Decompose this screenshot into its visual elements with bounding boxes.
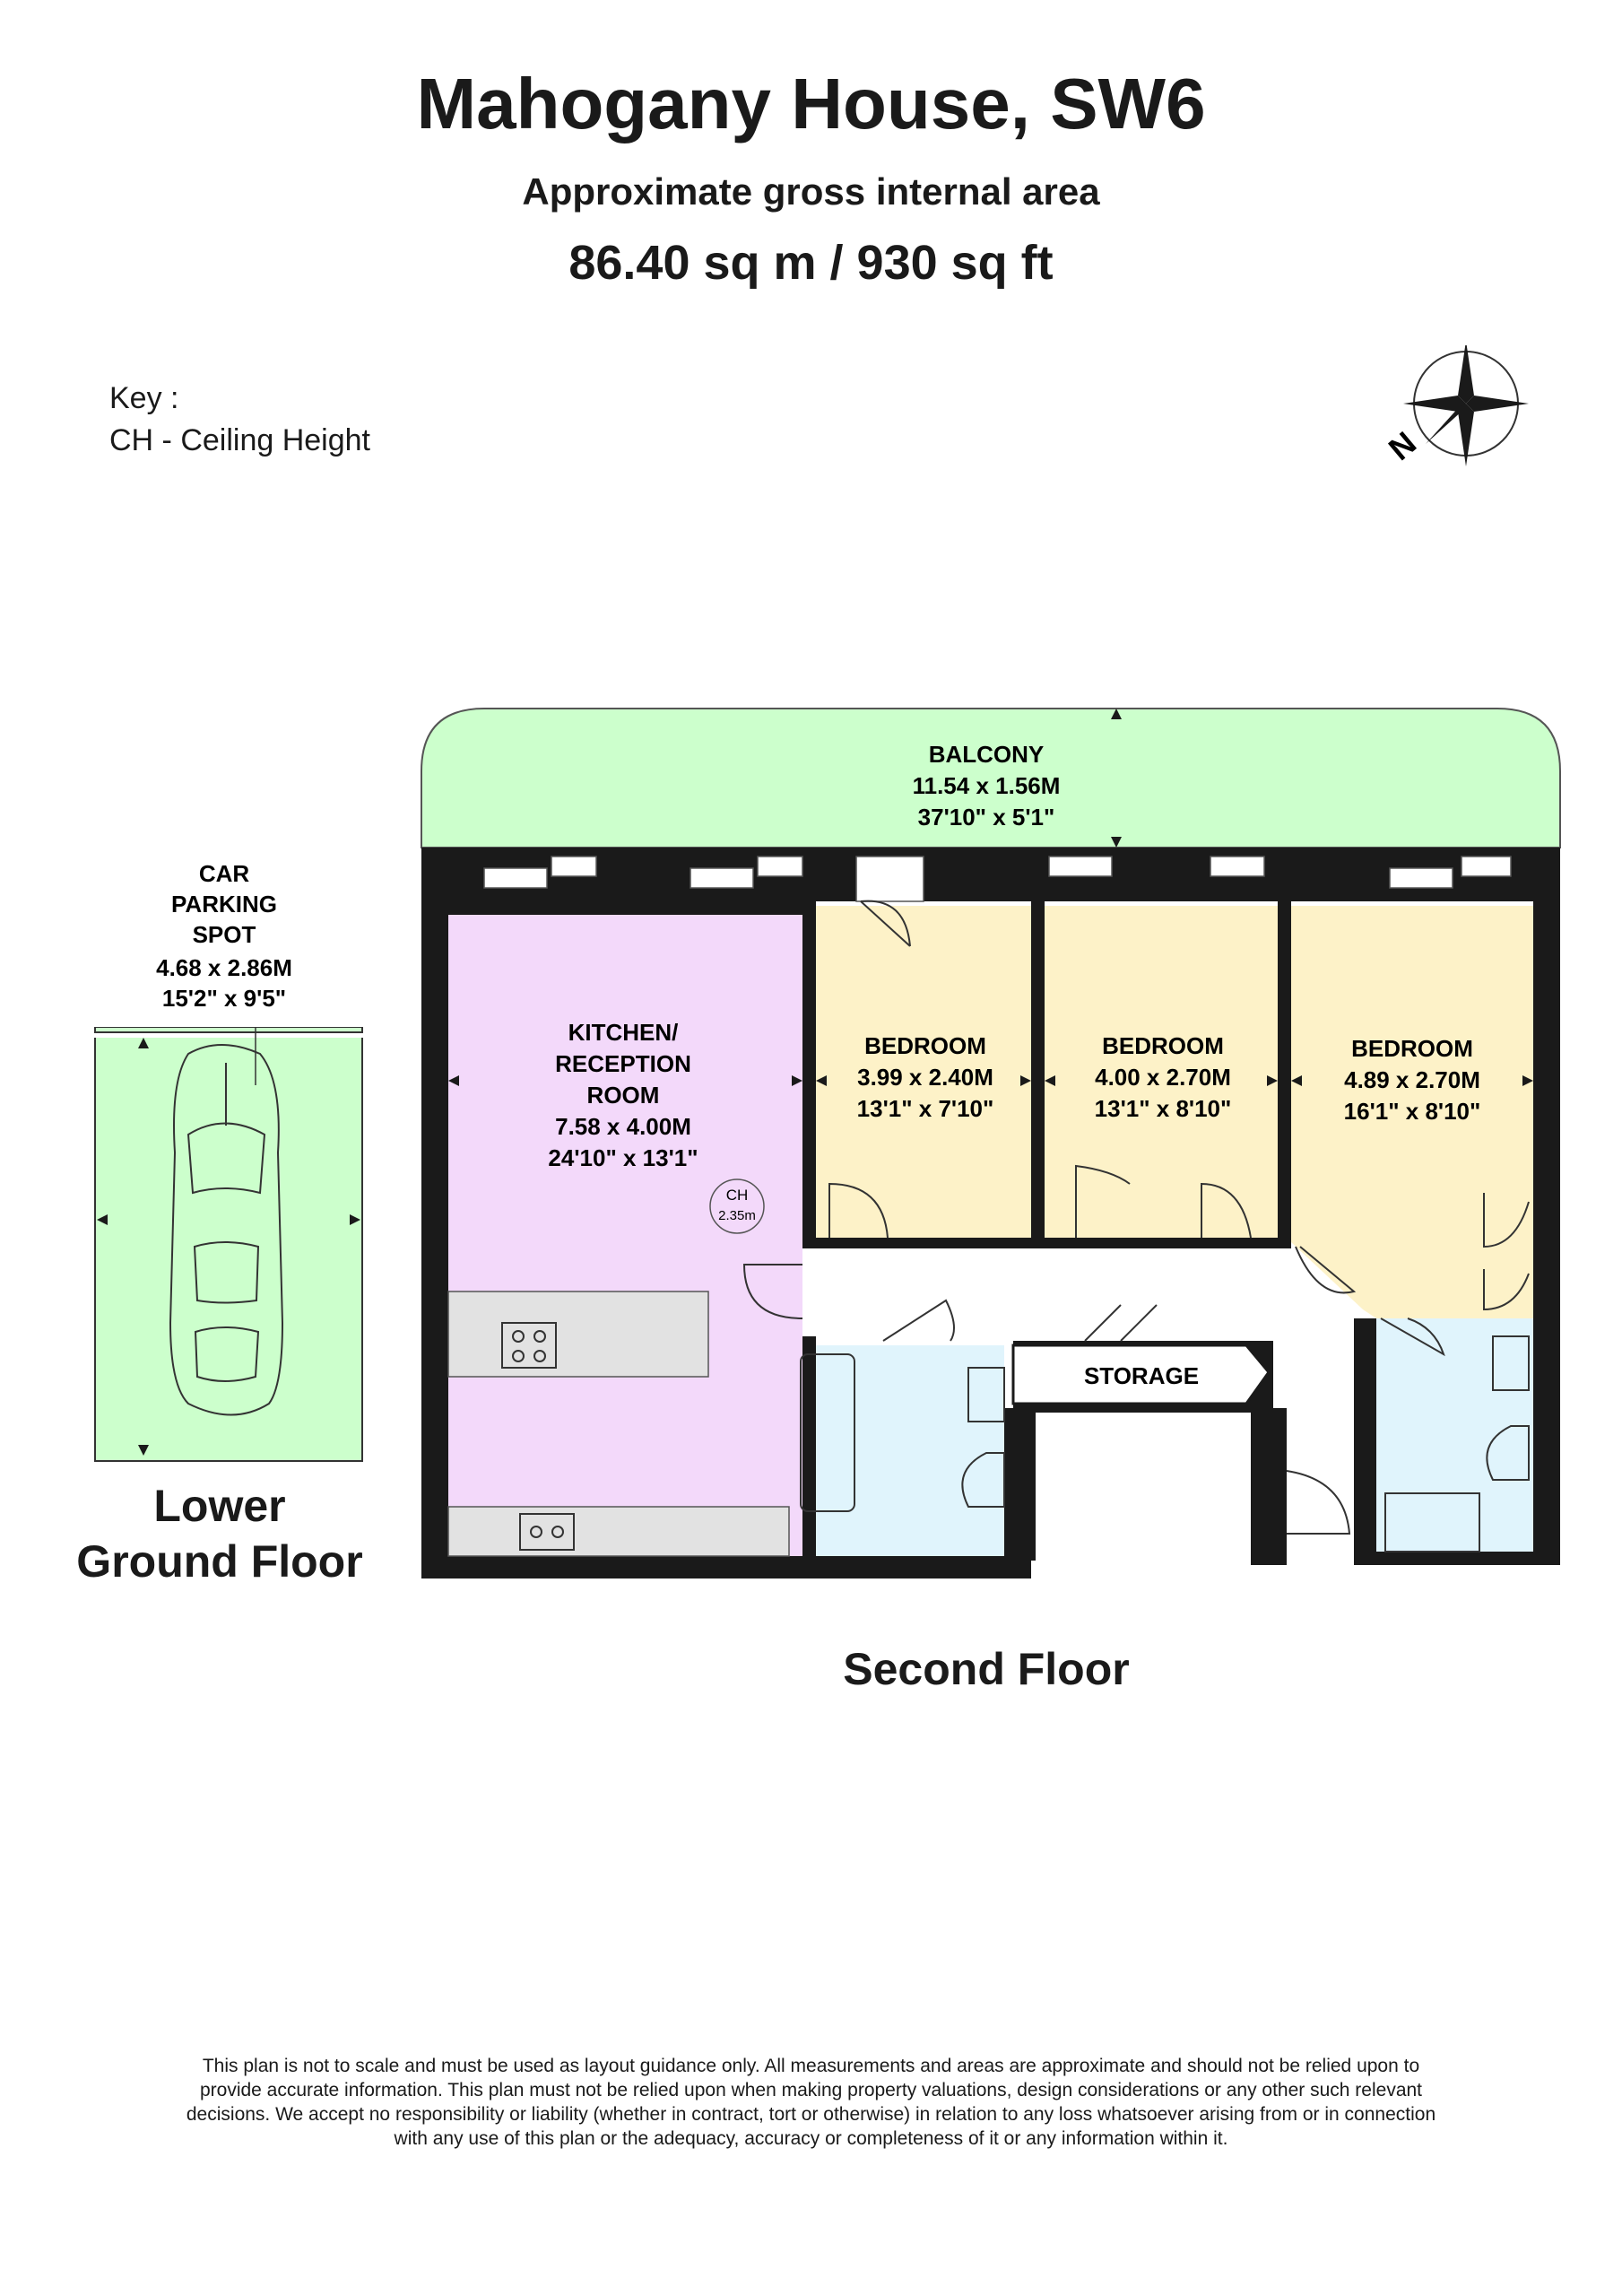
bedroom-1 xyxy=(816,906,1031,1238)
bedroom3-imperial: 16'1" x 8'10" xyxy=(1344,1098,1481,1125)
bedroom-3 xyxy=(1291,906,1533,1318)
bedroom-2 xyxy=(1045,906,1278,1238)
gross-area: 86.40 sq m / 930 sq ft xyxy=(568,236,1054,290)
kitchen-name-line1: KITCHEN/ xyxy=(568,1019,679,1046)
balcony-area xyxy=(421,708,1561,848)
parking-arrows xyxy=(97,1027,360,1456)
balcony-metric: 11.54 x 1.56M xyxy=(913,772,1061,799)
bedroom2-metric: 4.00 x 2.70M xyxy=(1095,1064,1231,1091)
bedroom3-metric: 4.89 x 2.70M xyxy=(1344,1066,1480,1093)
bedroom2-name: BEDROOM xyxy=(1102,1032,1224,1059)
bathroom-2 xyxy=(1376,1318,1533,1552)
shower-icon xyxy=(1384,1492,1480,1552)
kitchen-metric: 7.58 x 4.00M xyxy=(555,1113,691,1140)
disclaimer-text: This plan is not to scale and must be us… xyxy=(186,2056,1436,2149)
kitchen-imperial: 24'10" x 13'1" xyxy=(548,1144,698,1171)
parking-space xyxy=(90,1027,368,1462)
area-subtitle: Approximate gross internal area xyxy=(522,170,1100,213)
key-entry: CH - Ceiling Height xyxy=(109,423,370,457)
hob-icon xyxy=(501,1322,557,1369)
basin-icon-2 xyxy=(1492,1335,1530,1391)
bathroom-1 xyxy=(816,1345,1004,1556)
ceiling-height-badge: CH 2.35m xyxy=(709,1178,765,1234)
balcony-imperial: 37'10" x 5'1" xyxy=(918,804,1055,831)
kitchen-counter xyxy=(447,1506,790,1557)
parking-name-line2: PARKING xyxy=(171,891,277,918)
storage-name: STORAGE xyxy=(1084,1362,1199,1389)
lower-ground-floor-line2: Ground Floor xyxy=(76,1536,363,1587)
plan-title: Mahogany House, SW6 xyxy=(416,64,1206,144)
doors xyxy=(742,900,1530,1535)
compass-icon: N xyxy=(1382,345,1529,467)
toilet-icon xyxy=(961,1452,1005,1508)
parking-name-line3: SPOT xyxy=(193,921,256,948)
bath-icon xyxy=(800,1353,855,1512)
kitchen-name-line3: ROOM xyxy=(587,1082,660,1109)
bedroom2-imperial: 13'1" x 8'10" xyxy=(1095,1095,1232,1122)
basin-icon xyxy=(967,1367,1005,1422)
kitchen-reception-room xyxy=(448,901,802,1556)
lower-ground-floor-line1: Lower xyxy=(153,1481,286,1531)
bedroom3-name: BEDROOM xyxy=(1351,1035,1473,1062)
key-heading: Key : xyxy=(109,381,179,415)
bedroom1-imperial: 13'1" x 7'10" xyxy=(857,1095,994,1122)
balcony-name: BALCONY xyxy=(929,741,1045,768)
parking-metric: 4.68 x 2.86M xyxy=(156,954,292,981)
storage-cupboard xyxy=(1011,1344,1271,1405)
kitchen-name-line2: RECEPTION xyxy=(555,1050,691,1077)
parking-imperial: 15'2" x 9'5" xyxy=(162,985,286,1012)
parking-labels: CAR PARKING SPOT 4.68 x 2.86M 15'2" x 9'… xyxy=(156,860,292,1012)
second-floor-label: Second Floor xyxy=(843,1644,1130,1694)
parking-name-line1: CAR xyxy=(199,860,250,887)
kitchen-island xyxy=(447,1291,709,1378)
car-icon xyxy=(169,1044,284,1416)
sink-icon xyxy=(519,1513,575,1551)
ceiling-height-label: CH xyxy=(726,1187,749,1204)
ceiling-height-value: 2.35m xyxy=(718,1208,756,1223)
bedroom1-metric: 3.99 x 2.40M xyxy=(857,1064,993,1091)
bedroom1-name: BEDROOM xyxy=(864,1032,986,1059)
toilet-icon-2 xyxy=(1486,1425,1530,1481)
